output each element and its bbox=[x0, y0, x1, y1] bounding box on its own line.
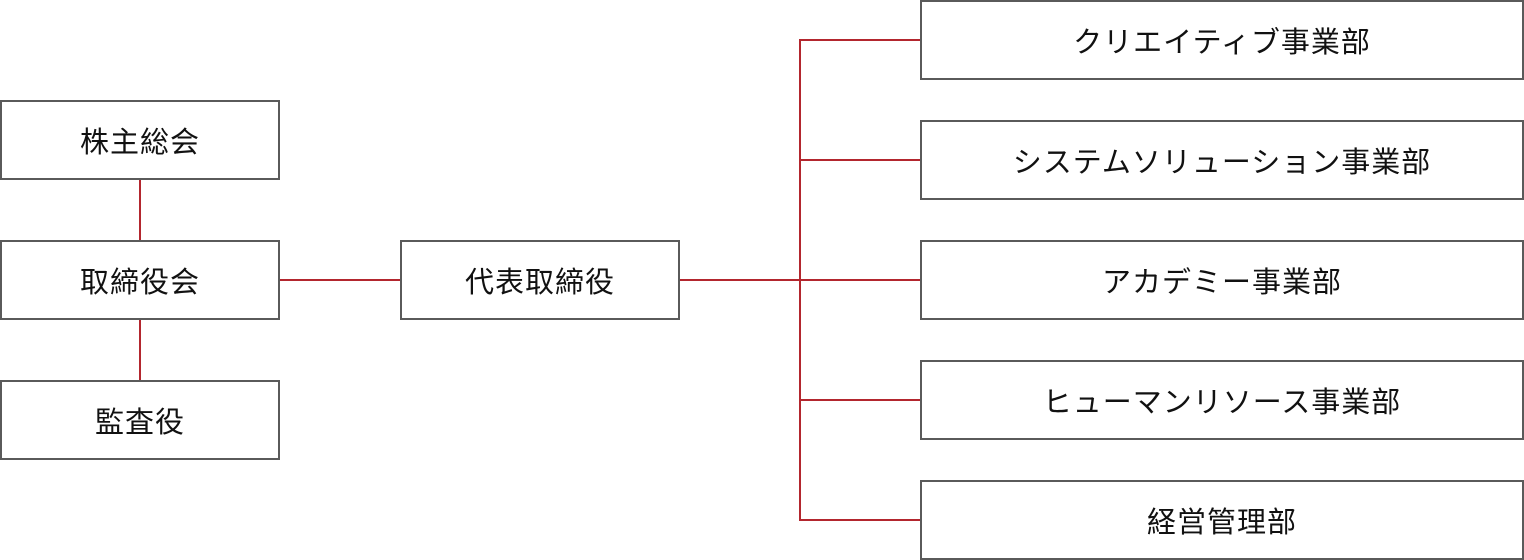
node-division-human-resource: ヒューマンリソース事業部 bbox=[920, 360, 1524, 440]
node-division-creative: クリエイティブ事業部 bbox=[920, 0, 1524, 80]
connector-board-ceo bbox=[279, 279, 401, 281]
node-division-management: 経営管理部 bbox=[920, 480, 1524, 560]
connector-division-1 bbox=[799, 39, 921, 41]
connector-shareholders-board bbox=[139, 179, 141, 241]
connector-division-3 bbox=[799, 279, 921, 281]
node-board-of-directors: 取締役会 bbox=[0, 240, 280, 320]
connector-ceo-trunk bbox=[679, 279, 801, 281]
node-division-system-solution: システムソリューション事業部 bbox=[920, 120, 1524, 200]
connector-board-auditor bbox=[139, 319, 141, 381]
node-division-academy: アカデミー事業部 bbox=[920, 240, 1524, 320]
node-representative-director: 代表取締役 bbox=[400, 240, 680, 320]
connector-division-4 bbox=[799, 399, 921, 401]
connector-division-2 bbox=[799, 159, 921, 161]
connector-division-5 bbox=[799, 519, 921, 521]
node-shareholders-meeting: 株主総会 bbox=[0, 100, 280, 180]
node-auditor: 監査役 bbox=[0, 380, 280, 460]
